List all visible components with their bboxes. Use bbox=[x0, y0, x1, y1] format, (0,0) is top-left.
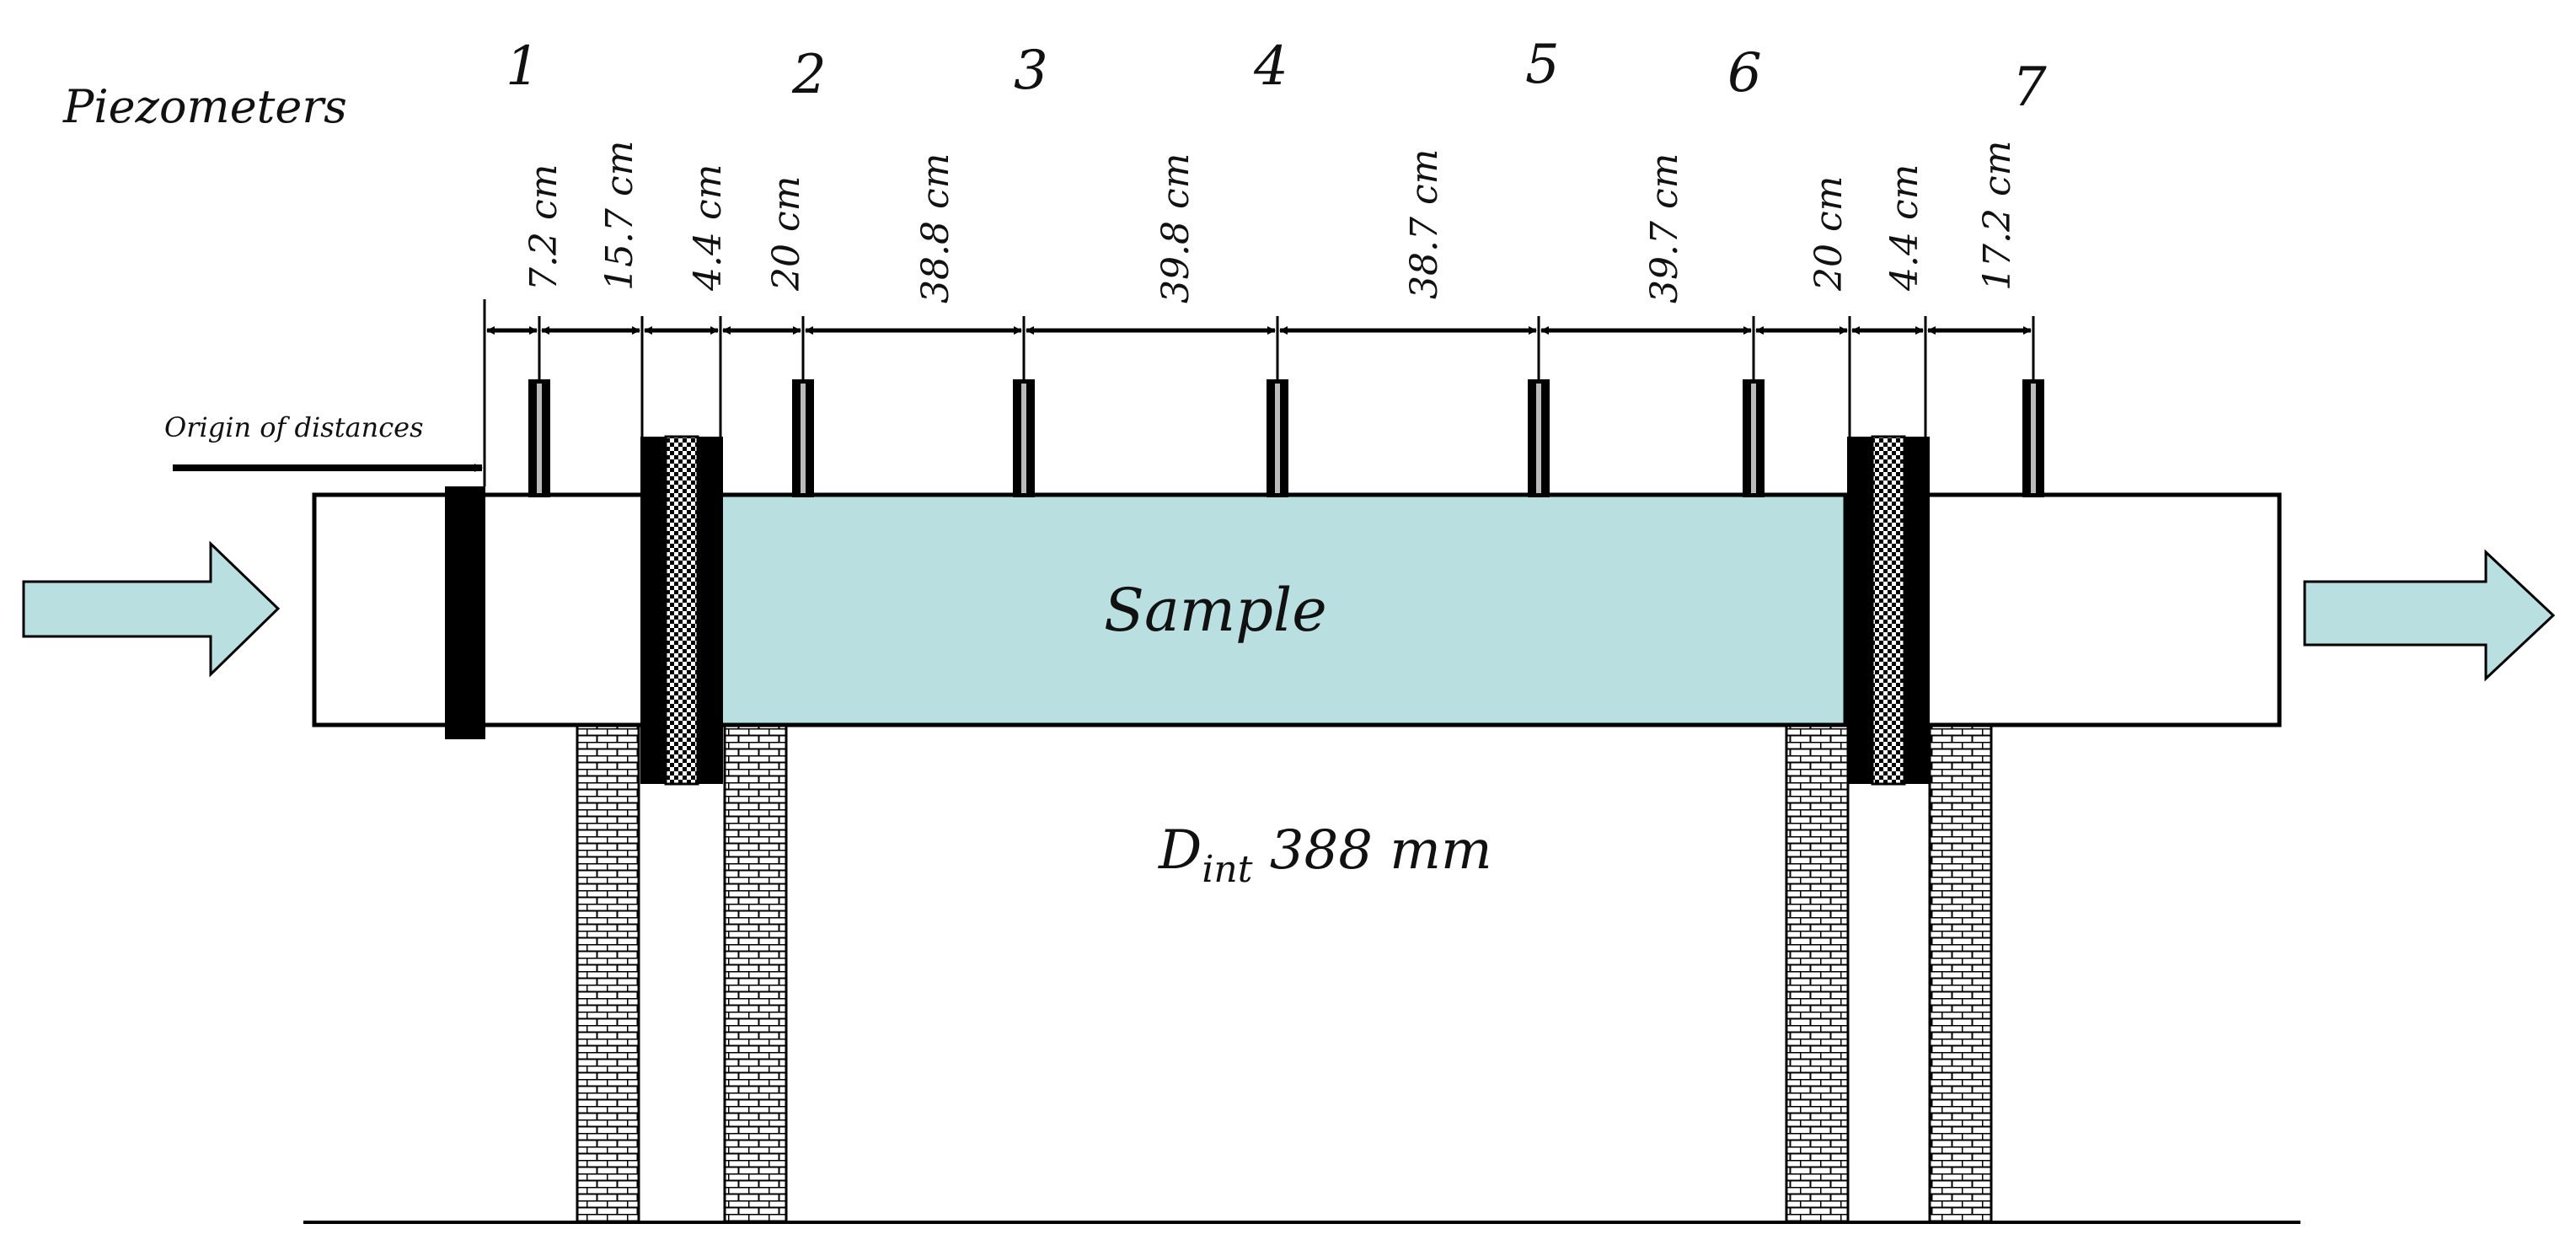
dimension-extension-lines bbox=[483, 299, 2035, 486]
outlet-chamber bbox=[1923, 492, 2282, 727]
sample-body bbox=[718, 492, 1848, 727]
diameter-subscript: int bbox=[1202, 848, 1252, 891]
piezometer-tube-7 bbox=[2022, 379, 2044, 497]
piezometer-tube-2 bbox=[792, 379, 814, 497]
flow-in-arrow-icon bbox=[22, 540, 281, 678]
distance-label-6: 39.8 cm bbox=[1154, 153, 1197, 303]
piezometer-tube-1 bbox=[528, 379, 550, 497]
diameter-value: 388 mm bbox=[1252, 819, 1492, 882]
support-brick-4 bbox=[1928, 723, 1993, 1224]
piezometer-number-7: 7 bbox=[2012, 56, 2047, 119]
support-brick-3 bbox=[1785, 723, 1850, 1224]
distance-label-8: 39.7 cm bbox=[1643, 153, 1686, 303]
piezometer-tube-3 bbox=[1013, 379, 1035, 497]
distance-label-10: 4.4 cm bbox=[1883, 164, 1926, 292]
origin-plate bbox=[445, 486, 485, 739]
left-flange-plate-b bbox=[698, 437, 723, 784]
distance-label-2: 15.7 cm bbox=[598, 141, 641, 291]
right-filter-mesh bbox=[1871, 435, 1906, 786]
flow-out-arrow-icon bbox=[2303, 549, 2556, 682]
left-filter-mesh bbox=[664, 435, 699, 786]
piezometer-tube-4 bbox=[1267, 379, 1288, 497]
piezometer-number-1: 1 bbox=[506, 35, 540, 98]
piezometer-number-3: 3 bbox=[1014, 40, 1048, 102]
diameter-symbol: D bbox=[1158, 819, 1202, 882]
diameter-label: Dint 388 mm bbox=[1158, 819, 1492, 891]
distance-label-9: 20 cm bbox=[1807, 176, 1850, 292]
distance-label-7: 38.7 cm bbox=[1403, 149, 1446, 299]
piezometer-tube-6 bbox=[1743, 379, 1765, 497]
piezometer-number-6: 6 bbox=[1727, 42, 1762, 105]
right-flange-plate-a bbox=[1847, 437, 1872, 784]
distance-label-1: 7.2 cm bbox=[522, 164, 565, 291]
distance-label-5: 38.8 cm bbox=[914, 153, 957, 303]
distance-label-4: 20 cm bbox=[765, 176, 808, 292]
support-brick-1 bbox=[576, 723, 640, 1224]
distance-label-11: 17.2 cm bbox=[1976, 141, 2019, 291]
left-flange-plate-a bbox=[640, 437, 666, 784]
piezometers-label: Piezometers bbox=[62, 80, 347, 133]
piezometer-tubes bbox=[528, 379, 2044, 497]
piezometer-number-2: 2 bbox=[791, 44, 827, 106]
right-flange-plate-b bbox=[1904, 437, 1930, 784]
origin-label: Origin of distances bbox=[164, 411, 424, 443]
piezometer-tube-5 bbox=[1528, 379, 1550, 497]
piezometer-number-5: 5 bbox=[1525, 34, 1560, 96]
distance-label-3: 4.4 cm bbox=[687, 164, 730, 292]
sample-label: Sample bbox=[1104, 576, 1327, 645]
piezometer-number-4: 4 bbox=[1253, 35, 1288, 98]
support-brick-2 bbox=[723, 723, 788, 1224]
